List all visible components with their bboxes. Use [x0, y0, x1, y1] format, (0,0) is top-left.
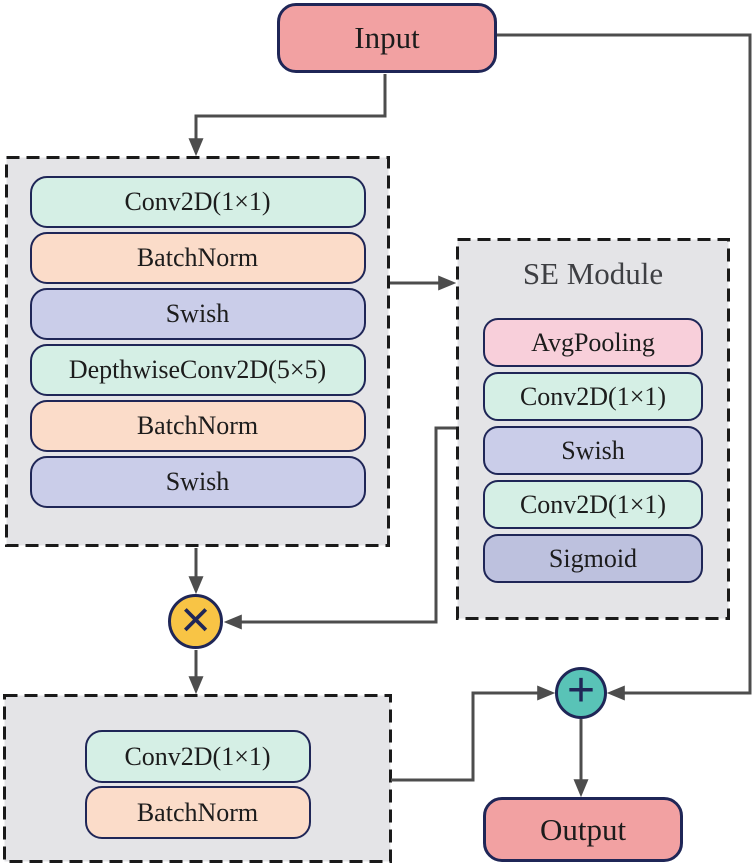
layer-swish: Swish	[483, 426, 703, 475]
arrow-projection-to-add	[391, 685, 556, 782]
arrow-input-skip-to-add	[497, 33, 752, 701]
layer-sigmoid: Sigmoid	[483, 534, 703, 583]
layer-depthwise-conv2d-5x5: DepthwiseConv2D(5×5)	[29, 344, 366, 396]
layer-batchnorm: BatchNorm	[29, 400, 366, 452]
layer-batchnorm: BatchNorm	[84, 786, 311, 839]
layer-conv2d-1x1: Conv2D(1×1)	[84, 730, 311, 783]
input-node: Input	[277, 3, 497, 73]
main-block: Conv2D(1×1) BatchNorm Swish DepthwiseCon…	[5, 156, 390, 547]
layer-conv2d-1x1: Conv2D(1×1)	[483, 480, 703, 529]
se-module-block: SE Module AvgPooling Conv2D(1×1) Swish C…	[456, 238, 730, 619]
layer-batchnorm: BatchNorm	[29, 232, 366, 284]
layer-conv2d-1x1: Conv2D(1×1)	[483, 372, 703, 421]
arrow-se-to-multiply	[223, 426, 456, 630]
layer-swish: Swish	[29, 288, 366, 340]
multiply-icon: ×	[180, 590, 211, 649]
multiply-node: ×	[168, 594, 223, 649]
add-node: +	[555, 667, 607, 719]
projection-block: Conv2D(1×1) BatchNorm	[3, 694, 392, 863]
output-node: Output	[483, 797, 683, 862]
layer-avgpooling: AvgPooling	[483, 318, 703, 367]
plus-icon: +	[566, 664, 596, 717]
layer-conv2d-1x1: Conv2D(1×1)	[29, 176, 366, 228]
arrow-input-to-main	[188, 74, 387, 157]
layer-swish: Swish	[29, 456, 366, 508]
se-module-title: SE Module	[522, 256, 664, 291]
